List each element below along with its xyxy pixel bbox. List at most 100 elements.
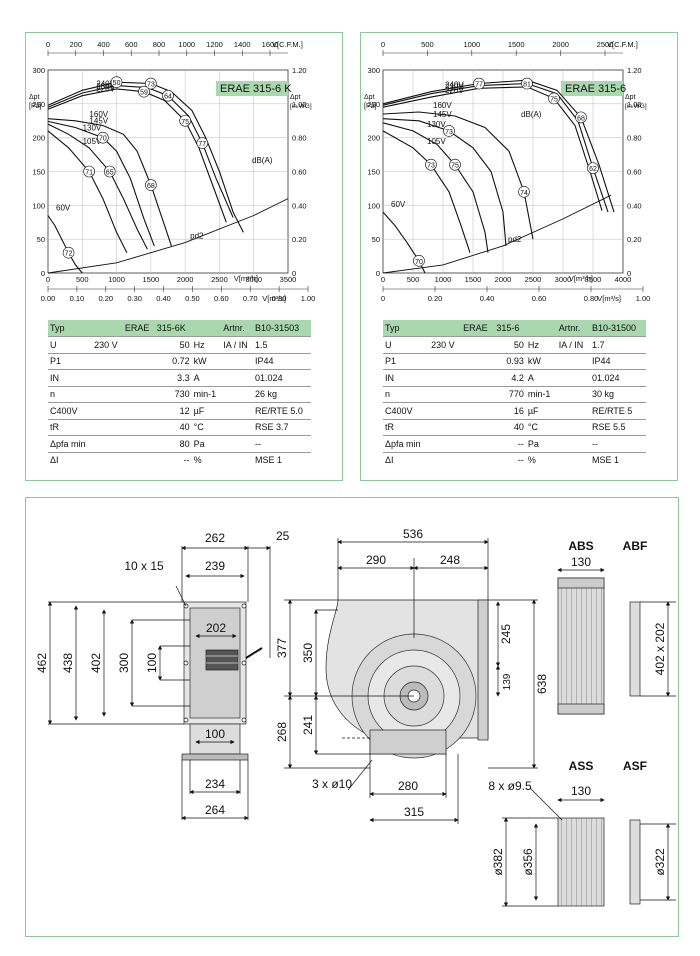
spec-cell: tR xyxy=(383,418,430,436)
db-marker xyxy=(145,77,157,90)
spec-cell xyxy=(221,402,254,419)
m3h-tick-label: 1000 xyxy=(108,275,125,284)
spec-row: Δpfa min --Pa-- xyxy=(383,435,646,452)
series-label-60V: 60V xyxy=(391,200,406,209)
pa-tick-label: 100 xyxy=(32,201,45,210)
series-label-pd2: pd2 xyxy=(190,232,204,241)
spec-cell: 230 V xyxy=(92,336,123,353)
db-unit-label: dB(A) xyxy=(521,110,542,119)
series-line-pd2 xyxy=(382,194,612,274)
spec-cell: IA / IN xyxy=(556,336,590,353)
spec-cell: ΔI xyxy=(383,451,430,468)
spec-cell: -- xyxy=(494,451,526,468)
spec-header-cell: Artnr. xyxy=(556,320,590,337)
spec-cell: °C xyxy=(525,418,557,436)
spec-header-cell xyxy=(429,320,462,337)
db-marker-label: 62 xyxy=(589,166,597,173)
spec-cell: 80 xyxy=(154,435,192,452)
pa-axis-title: Δpt xyxy=(29,94,40,101)
db-marker xyxy=(425,158,437,171)
m3h-tick-label: 2500 xyxy=(525,275,542,284)
spec-cell xyxy=(122,385,155,403)
db-marker xyxy=(548,92,560,105)
dim-322: ø322 xyxy=(653,848,667,876)
wg-unit-label: [in.WG] xyxy=(290,103,312,110)
spec-cell xyxy=(429,352,462,370)
wg-tick-label: 0.80 xyxy=(627,134,642,143)
db-marker-label: 75 xyxy=(550,96,558,103)
series-line-pd2 xyxy=(47,198,289,274)
cfm-tick-label: 800 xyxy=(153,40,166,49)
spec-cell xyxy=(429,418,462,436)
pa-axis-title: Δpt xyxy=(364,94,375,101)
spec-cell xyxy=(461,385,495,403)
spec-cell: kW xyxy=(191,352,222,370)
cfm-tick-label: 2500 xyxy=(597,40,614,49)
spec-header-cell: B10-31503 xyxy=(253,320,311,337)
m3s-tick-label: 0.60 xyxy=(532,294,547,303)
pa-tick-label: 250 xyxy=(367,100,380,109)
spec-cell: C400V xyxy=(383,402,430,419)
dim-139: 139 xyxy=(502,673,513,690)
label-abs: ABS xyxy=(568,539,593,553)
dim-638: 638 xyxy=(535,674,549,694)
cfm-tick-label: 400 xyxy=(97,40,110,49)
db-marker xyxy=(413,255,425,267)
spec-cell xyxy=(122,352,155,370)
series-label-240V: 240V xyxy=(96,79,115,88)
spec-cell xyxy=(461,336,495,353)
m3s-tick-label: 0.70 xyxy=(243,294,258,303)
db-marker-label: 75 xyxy=(451,163,459,170)
wg-tick-label: 0.60 xyxy=(292,168,307,177)
spec-cell: RE/RTE 5.0 xyxy=(253,402,311,419)
spec-cell xyxy=(429,369,462,386)
spec-header-cell: ERAE xyxy=(461,320,495,337)
spec-cell: Δpfa min xyxy=(383,435,430,452)
spec-header-cell: 315-6 xyxy=(494,320,526,337)
spec-cell: 12 xyxy=(154,402,192,419)
spec-cell: µF xyxy=(191,402,222,419)
spec-cell: P1 xyxy=(383,352,430,370)
pa-tick-label: 150 xyxy=(32,168,45,177)
spec-cell xyxy=(122,418,155,436)
db-marker xyxy=(473,77,485,90)
db-marker xyxy=(162,89,174,102)
series-label-pd2: pd2 xyxy=(508,235,522,244)
spec-cell: IP44 xyxy=(589,352,646,370)
spec-cell: IA / IN xyxy=(221,336,254,353)
db-marker-label: 71 xyxy=(85,170,93,177)
spec-cell: 01.024 xyxy=(253,369,311,386)
dim-262: 262 xyxy=(205,531,225,545)
spec-header-cell: Typ xyxy=(383,320,430,337)
side-view xyxy=(47,545,271,821)
db-marker xyxy=(449,158,461,171)
m3s-tick-label: 0.40 xyxy=(480,294,495,303)
wg-tick-label: 0.80 xyxy=(292,134,307,143)
pa-tick-label: 150 xyxy=(367,168,380,177)
series-label-230V: 230V xyxy=(96,82,115,91)
spec-cell: °C xyxy=(191,418,222,436)
db-marker-label: 74 xyxy=(520,190,528,197)
spec-cell xyxy=(221,418,254,436)
spec-cell: U xyxy=(48,336,93,353)
spec-cell xyxy=(556,418,590,436)
db-marker-label: 50 xyxy=(113,80,121,87)
model-badge-bg xyxy=(216,81,288,96)
spec-cell xyxy=(122,369,155,386)
dim-234: 234 xyxy=(205,777,225,791)
spec-cell: IN xyxy=(48,369,93,386)
spec-cell: Hz xyxy=(191,336,222,353)
spec-cell: A xyxy=(525,369,557,386)
dim-264: 264 xyxy=(205,803,225,817)
m3s-tick-label: 0.10 xyxy=(70,294,85,303)
dim-290: 290 xyxy=(366,553,386,567)
pa-unit-label: [Pa] xyxy=(29,103,42,110)
spec-cell: 730 xyxy=(154,385,192,403)
series-label-130V: 130V xyxy=(427,120,446,129)
spec-cell: Hz xyxy=(525,336,557,353)
